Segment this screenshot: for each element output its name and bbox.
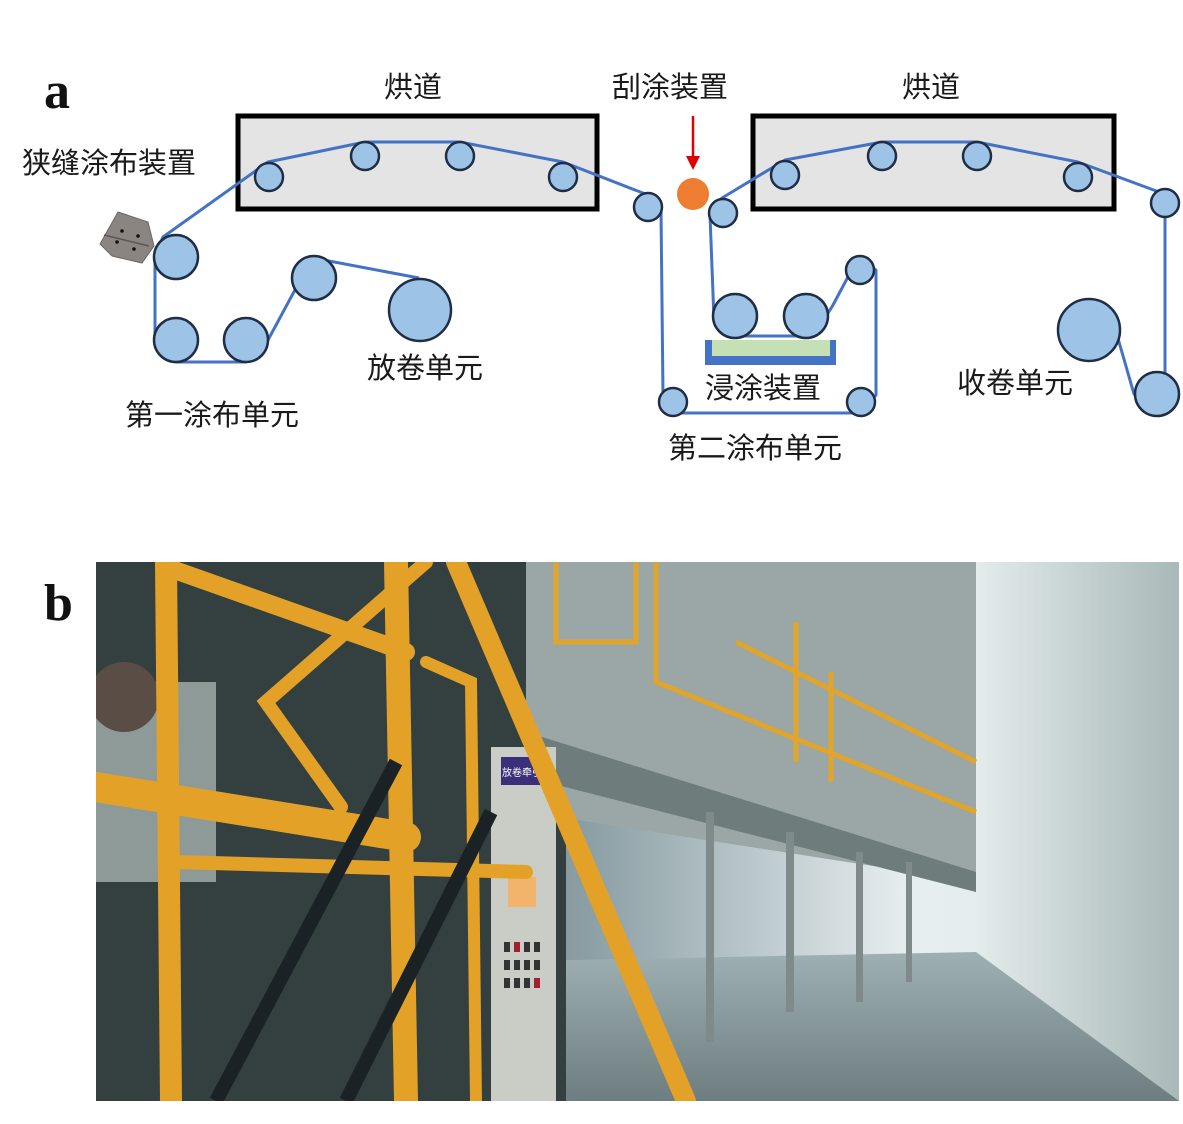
- coating-line-schematic: 烘道 刮涂装置 烘道 狭缝涂布装置 放卷单元 第一涂布单元 浸涂装置 第二涂布单…: [22, 70, 1181, 465]
- wall: [976, 562, 1179, 1101]
- label-first-coating-unit: 第一涂布单元: [125, 398, 299, 432]
- roller: [866, 140, 898, 172]
- roller: [961, 140, 993, 172]
- control-panel: [491, 747, 556, 1101]
- railing: [553, 562, 978, 815]
- roller: [290, 254, 338, 302]
- slot-die-icon: [99, 211, 155, 264]
- roller: [1062, 161, 1094, 193]
- stairs: [209, 758, 498, 1101]
- roller: [844, 254, 876, 286]
- label-second-coating-unit: 第二涂布单元: [668, 431, 842, 465]
- scraper-roller: [677, 178, 709, 210]
- label-unwind: 放卷单元: [367, 351, 483, 385]
- control-panel-sign: 放卷牵引: [502, 766, 542, 779]
- dip-roller: [782, 292, 830, 340]
- roller: [547, 161, 579, 193]
- label-dip-coating: 浸涂装置: [705, 371, 821, 405]
- roller: [657, 386, 689, 418]
- rollers: [152, 140, 1181, 418]
- label-scraper: 刮涂装置: [612, 70, 728, 104]
- label-dryer-left: 烘道: [384, 70, 442, 104]
- roller: [349, 140, 381, 172]
- dryer-box-left: [235, 113, 600, 212]
- rewind-roll: [1056, 297, 1122, 363]
- roller: [152, 233, 200, 281]
- roller: [769, 159, 801, 191]
- unwind-roll: [387, 277, 453, 343]
- roller: [1149, 187, 1181, 219]
- label-dryer-right: 烘道: [902, 70, 960, 104]
- panel-label-b: b: [44, 575, 73, 632]
- roller: [253, 161, 285, 193]
- roller: [845, 386, 877, 418]
- label-slot-die: 狭缝涂布装置: [22, 146, 196, 180]
- dip-roller: [711, 292, 759, 340]
- dip-tank: [705, 340, 836, 365]
- roller: [152, 316, 200, 364]
- label-rewind: 收卷单元: [957, 366, 1073, 400]
- factory-photo: 放卷牵引: [96, 562, 1179, 1101]
- roller: [632, 191, 664, 223]
- roller: [707, 197, 739, 229]
- roller: [222, 316, 270, 364]
- roller: [1133, 370, 1181, 418]
- panel-label-a: a: [44, 63, 70, 120]
- dryer-box-right: [750, 113, 1117, 212]
- arrow-down-icon: [686, 116, 700, 170]
- roller: [444, 140, 476, 172]
- floor: [396, 952, 1179, 1101]
